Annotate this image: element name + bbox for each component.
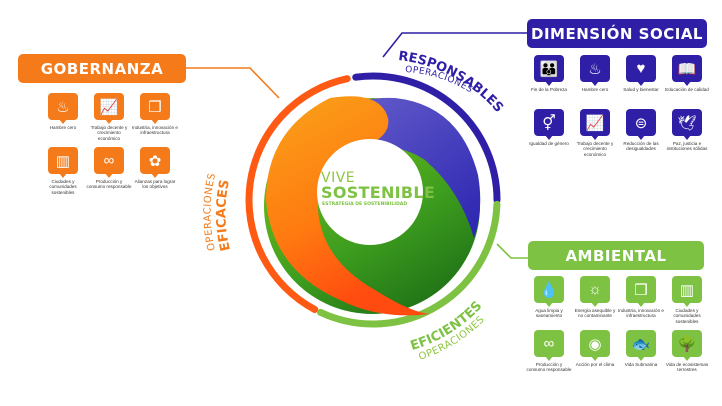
heartbeat-icon: ♥	[626, 55, 656, 86]
social-title: DIMENSIÓN SOCIAL	[527, 19, 707, 48]
sdg-label: Vida de ecosistemas terrestres	[665, 362, 709, 373]
ambiental-connector	[496, 243, 528, 259]
sdg-label: Ciudades y comunidades sostenibles	[49, 179, 77, 195]
dove-gavel-icon: 🕊	[672, 109, 702, 140]
eficaces-ring-arc	[245, 75, 351, 313]
sdg-tile: ❒Industria, innovación e infraestructura	[132, 93, 178, 145]
sdg-label: Acción por el clima	[575, 362, 615, 367]
sdg-label: Industria, innovación e infraestructura	[132, 125, 178, 136]
sdg-label: Reducción de las desigualdades	[623, 141, 659, 152]
eficaces-big-label: EFICACES	[214, 178, 233, 252]
sdg-tile: ▥Ciudades y comunidades sostenibles	[40, 147, 86, 199]
sdg-tile: ♥Salud y bienestar	[618, 55, 664, 107]
sdg-tile: 📈Trabajo decente y crecimiento económico	[86, 93, 132, 145]
sdg-tile: ⊜Reducción de las desigualdades	[618, 109, 664, 161]
sdg-tile: 🌳Vida de ecosistemas terrestres	[664, 330, 710, 382]
sdg-label: Vida Submarina	[624, 362, 658, 367]
growth-chart-icon: 📈	[94, 93, 124, 124]
center-subtitle: ESTRATEGIA DE SOSTENIBILIDAD	[322, 202, 408, 207]
gobernanza-grid: ♨Hambre cero📈Trabajo decente y crecimien…	[40, 93, 178, 199]
sdg-tile: 🕊Paz, justicia e instituciones sólidas	[664, 109, 710, 161]
eye-globe-icon: ◉	[580, 330, 610, 361]
center-hole	[317, 139, 423, 245]
sdg-label: Educación de calidad	[665, 87, 709, 92]
family-icon: 👪	[534, 55, 564, 86]
sdg-tile: ∞Producción y consumo responsable	[86, 147, 132, 199]
sdg-tile: ⚥Igualdad de género	[526, 109, 572, 161]
sdg-tile: 📖Educación de calidad	[664, 55, 710, 107]
fish-icon: 🐟	[626, 330, 656, 361]
sdg-tile: ❒Industria, innovación e infraestructura	[618, 276, 664, 328]
gobernanza-connector	[186, 67, 280, 99]
responsables-ring-arc	[352, 72, 501, 204]
center-title-sostenible: SOSTENIBLE	[321, 183, 436, 202]
sdg-tile: ∞Producción y consumo responsable	[526, 330, 572, 382]
social-grid: 👪Fin de la Pobreza♨Hambre cero♥Salud y b…	[526, 55, 710, 161]
sdg-tile: 🐟Vida Submarina	[618, 330, 664, 382]
equals-circle-icon: ⊜	[626, 109, 656, 140]
city-icon: ▥	[672, 276, 702, 307]
sdg-label: Igualdad de género	[529, 141, 569, 146]
sdg-label: Fin de la Pobreza	[530, 87, 567, 92]
ambiental-title: AMBIENTAL	[528, 241, 704, 270]
sdg-tile: ☼Energía asequible y no contaminante	[572, 276, 618, 328]
sdg-label: Agua limpia y saneamiento	[535, 308, 563, 319]
sdg-tile: 👪Fin de la Pobreza	[526, 55, 572, 107]
sdg-label: Salud y bienestar	[623, 87, 659, 92]
sdg-label: Paz, justicia e instituciones sólidas	[666, 141, 708, 152]
eficientes-ring-arc	[317, 200, 501, 328]
sdg-tile: 📈Trabajo decente y crecimiento económico	[572, 109, 618, 161]
sdg-label: Hambre cero	[581, 87, 609, 92]
sdg-label: Hambre cero	[49, 125, 77, 130]
sdg-tile: ◉Acción por el clima	[572, 330, 618, 382]
sdg-label: Trabajo decente y crecimiento económico	[576, 141, 614, 157]
sdg-label: Energía asequible y no contaminante	[574, 308, 616, 319]
sdg-tile: ▥Ciudades y comunidades sostenibles	[664, 276, 710, 328]
infinity-icon: ∞	[94, 147, 124, 178]
cubes-icon: ❒	[626, 276, 656, 307]
sdg-label: Alianzas para lograr los objetivos	[134, 179, 176, 190]
cubes-icon: ❒	[140, 93, 170, 124]
sdg-label: Producción y consumo responsable	[86, 179, 132, 190]
sun-icon: ☼	[580, 276, 610, 307]
infinity-icon: ∞	[534, 330, 564, 361]
sdg-tile: ♨Hambre cero	[40, 93, 86, 145]
bowl-icon: ♨	[580, 55, 610, 86]
sdg-tile: ♨Hambre cero	[572, 55, 618, 107]
center-title-vive: VIVE	[321, 170, 356, 186]
sdg-label: Trabajo decente y crecimiento económico	[90, 125, 128, 141]
sdg-tile: ✿Alianzas para lograr los objetivos	[132, 147, 178, 199]
eficaces-small-label: OPERACIONES	[203, 172, 219, 252]
gender-equality-icon: ⚥	[534, 109, 564, 140]
flower-rings-icon: ✿	[140, 147, 170, 178]
bowl-icon: ♨	[48, 93, 78, 124]
sdg-label: Ciudades y comunidades sostenibles	[673, 308, 701, 324]
city-icon: ▥	[48, 147, 78, 178]
water-drop-icon: 💧	[534, 276, 564, 307]
sdg-tile: 💧Agua limpia y saneamiento	[526, 276, 572, 328]
growth-chart-icon: 📈	[580, 109, 610, 140]
sdg-label: Producción y consumo responsable	[526, 362, 572, 373]
social-connector	[382, 32, 527, 58]
sdg-label: Industria, innovación e infraestructura	[618, 308, 664, 319]
gobernanza-title: GOBERNANZA	[18, 54, 186, 83]
swirl-orange	[266, 96, 430, 316]
tree-icon: 🌳	[672, 330, 702, 361]
ambiental-grid: 💧Agua limpia y saneamiento☼Energía asequ…	[526, 276, 710, 382]
book-icon: 📖	[672, 55, 702, 86]
